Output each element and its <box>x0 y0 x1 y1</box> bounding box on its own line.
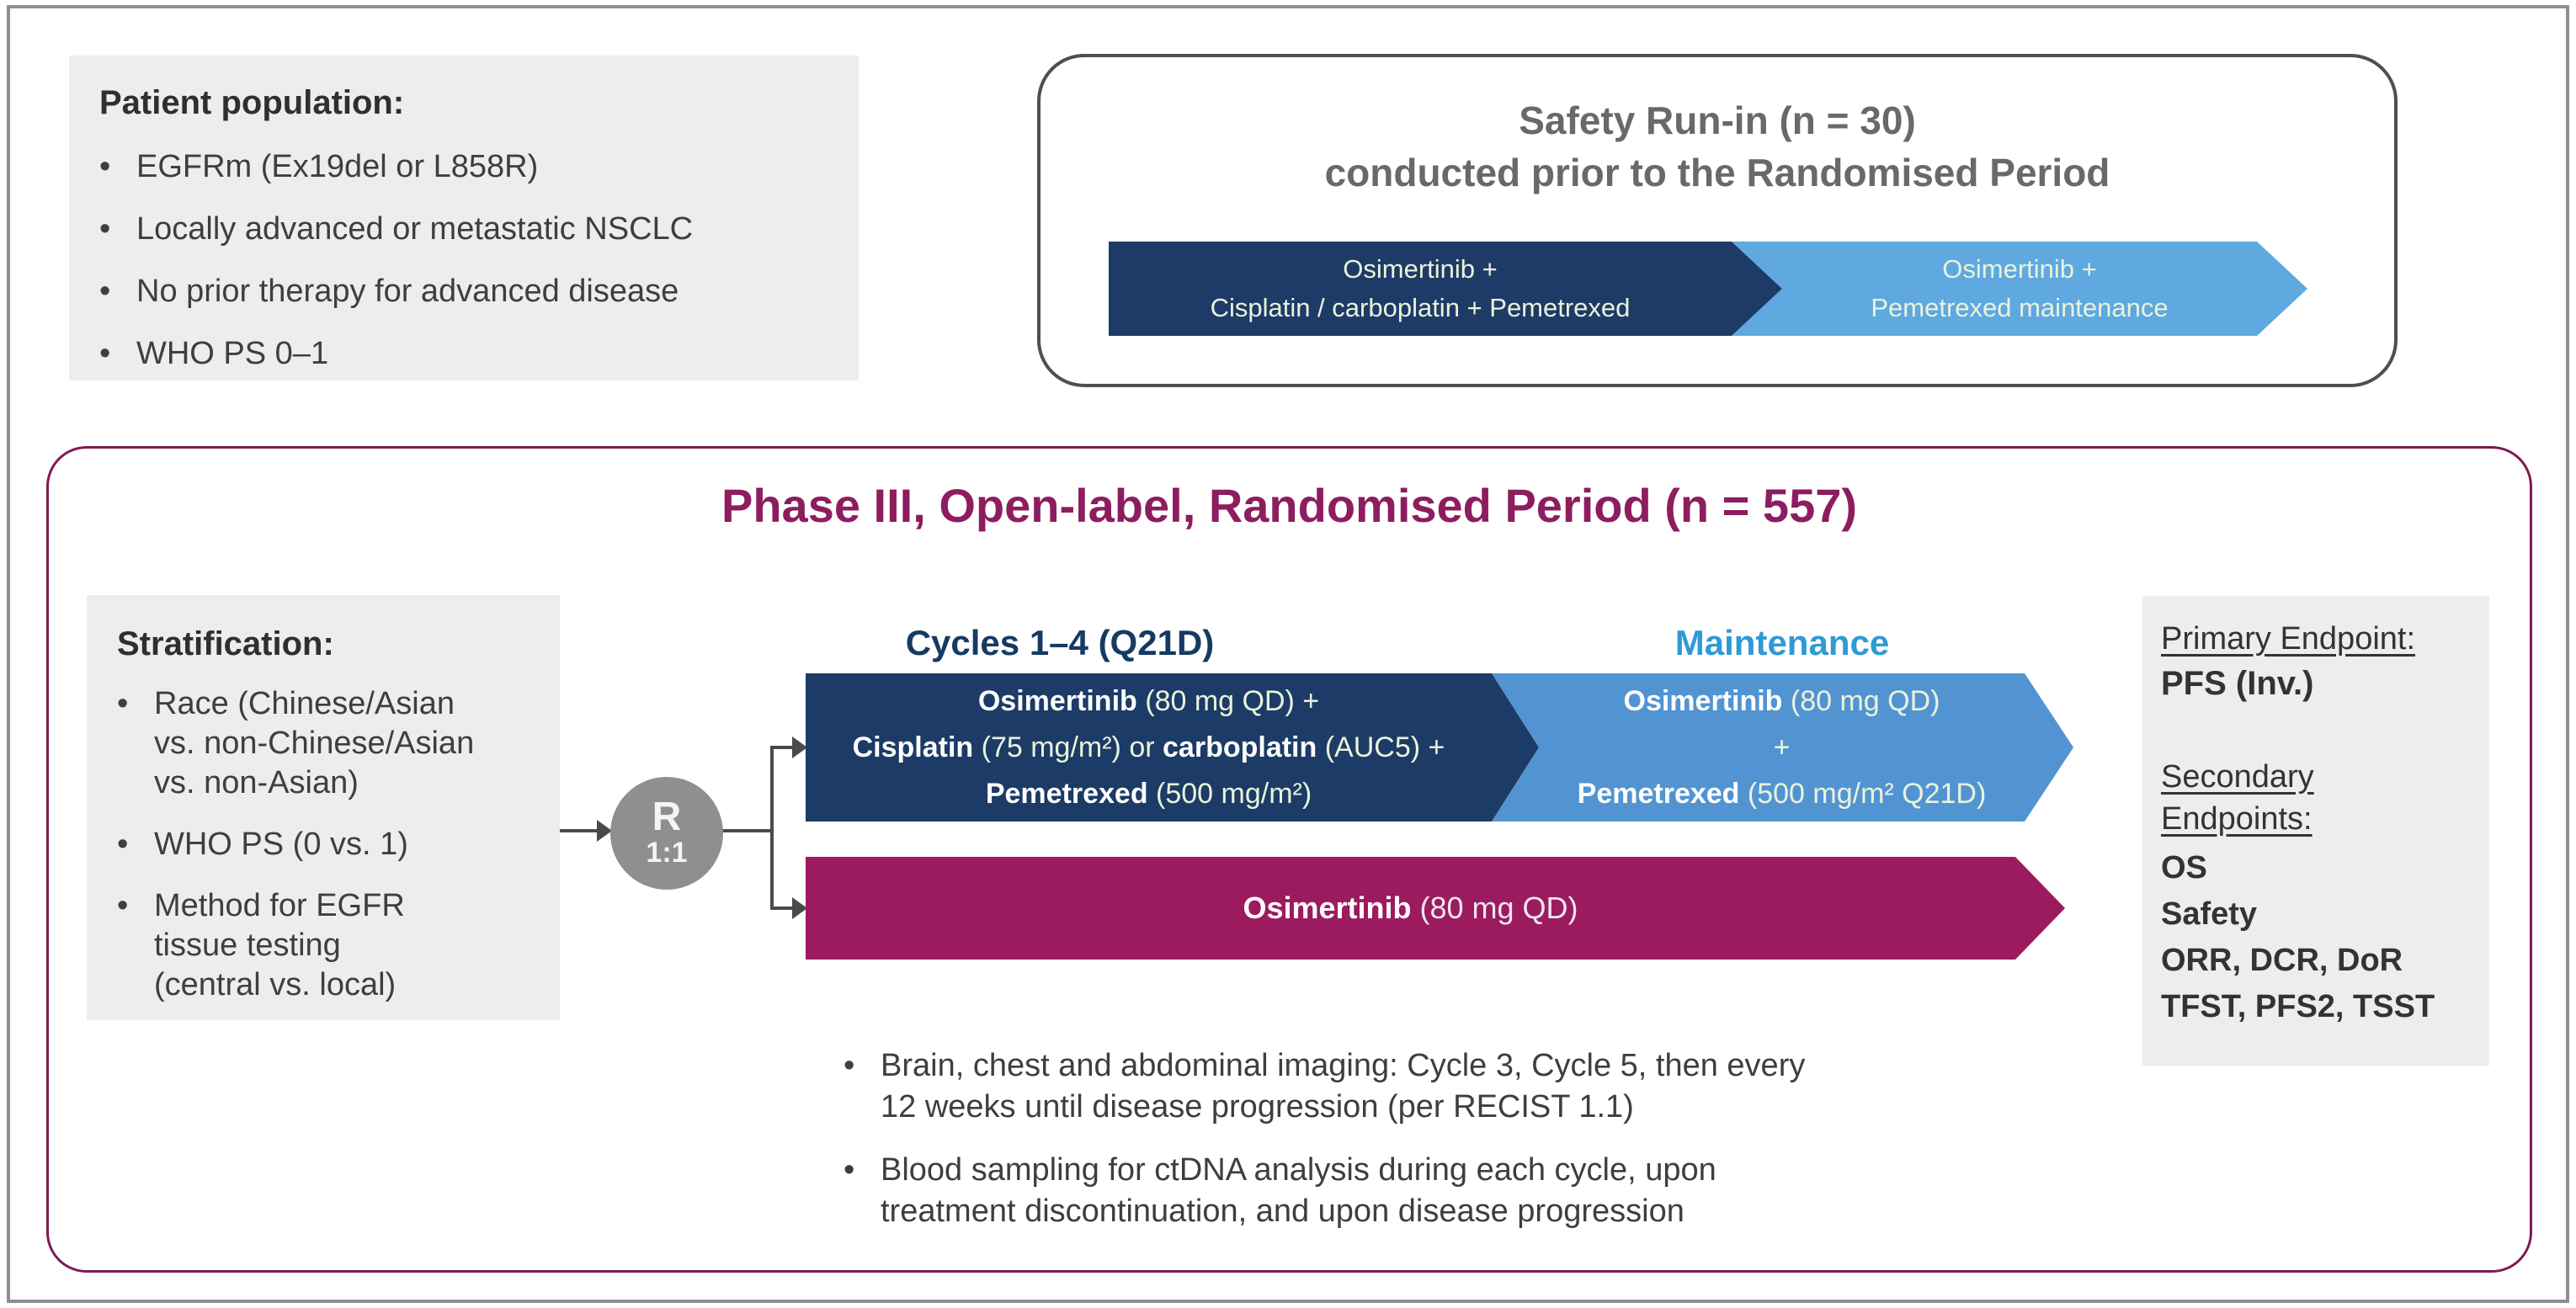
patient-population-item: Locally advanced or metastatic NSCLC <box>99 210 842 247</box>
patient-population-item: WHO PS 0–1 <box>99 335 842 372</box>
arm-osimertinib-mono-arrow: Osimertinib (80 mg QD) <box>806 857 2065 960</box>
stratification-item-text: WHO PS (0 vs. 1) <box>154 827 408 862</box>
note-item: Brain, chest and abdominal imaging: Cycl… <box>844 1045 2073 1128</box>
arm1-induction-line: Pemetrexed (500 mg/m²) <box>985 777 1312 810</box>
stratification-item-text: Race (Chinese/Asian vs. non-Chinese/Asia… <box>154 686 475 800</box>
stratification-item: Race (Chinese/Asian vs. non-Chinese/Asia… <box>117 684 551 803</box>
patient-population-panel: Patient population: EGFRm (Ex19del or L8… <box>69 56 859 380</box>
secondary-endpoint-value: OS <box>2161 850 2207 885</box>
arm1-maintenance-line: Pemetrexed (500 mg/m² Q21D) <box>1577 777 1987 810</box>
note-item-text: Blood sampling for ctDNA analysis during… <box>881 1152 1716 1229</box>
branch-vertical-line <box>770 746 774 910</box>
safety-run-in-title: Safety Run-in (n = 30) conducted prior t… <box>1041 94 2394 199</box>
stratification-item: WHO PS (0 vs. 1) <box>117 825 551 864</box>
bullet-icon <box>844 1045 881 1087</box>
bullet-icon <box>117 886 154 926</box>
maintenance-header: Maintenance <box>1674 623 1890 662</box>
note-item: Blood sampling for ctDNA analysis during… <box>844 1150 2073 1232</box>
connector-strat-to-r <box>560 829 600 832</box>
bullet-icon <box>99 210 136 247</box>
patient-population-item: No prior therapy for advanced disease <box>99 273 842 310</box>
arrowhead-icon <box>792 897 807 919</box>
bullet-icon <box>844 1150 881 1191</box>
bullet-icon <box>99 273 136 310</box>
safety-run-in-panel: Safety Run-in (n = 30) conducted prior t… <box>1037 54 2398 387</box>
cycles-header: Cycles 1–4 (Q21D) <box>905 623 1215 662</box>
branch-top-line <box>772 746 796 749</box>
bullet-icon <box>99 148 136 185</box>
note-item-text: Brain, chest and abdominal imaging: Cycl… <box>881 1048 1806 1125</box>
secondary-endpoints-label: Secondary Endpoints: <box>2161 759 2314 837</box>
endpoints-panel: Primary Endpoint: PFS (Inv.) Secondary E… <box>2142 596 2489 1066</box>
arrowhead-icon <box>792 736 807 758</box>
bullet-icon <box>99 335 136 372</box>
safety-run-in-title-line2: conducted prior to the Randomised Period <box>1324 151 2110 194</box>
primary-endpoint-value: PFS (Inv.) <box>2161 665 2314 702</box>
connector-r-to-branch <box>721 829 772 832</box>
arm1-induction-arrow: Osimertinib (80 mg QD) + Cisplatin (75 m… <box>806 673 1539 821</box>
patient-population-item-text: No prior therapy for advanced disease <box>136 274 679 309</box>
stratification-panel: Stratification: Race (Chinese/Asian vs. … <box>87 595 560 1020</box>
safety-run-in-title-line1: Safety Run-in (n = 30) <box>1519 98 1916 142</box>
randomisation-letter: R <box>652 795 682 839</box>
patient-population-item-text: EGFRm (Ex19del or L858R) <box>136 149 539 184</box>
stratification-title: Stratification: <box>117 625 334 662</box>
randomisation-ratio: 1:1 <box>646 837 688 869</box>
arm1-induction-line: Cisplatin (75 mg/m²) or carboplatin (AUC… <box>852 731 1445 763</box>
slide-frame <box>7 5 2569 1303</box>
randomisation-circle: R 1:1 <box>610 777 723 890</box>
safety-induction-line: Cisplatin / carboplatin + Pemetrexed <box>1210 293 1631 322</box>
branch-bottom-line <box>772 907 796 910</box>
secondary-endpoint-value: TFST, PFS2, TSST <box>2161 989 2435 1024</box>
primary-endpoint-label: Primary Endpoint: <box>2161 621 2416 657</box>
patient-population-title: Patient population: <box>99 84 405 121</box>
safety-maintenance-arrow: Osimertinib + Pemetrexed maintenance <box>1732 242 2307 336</box>
safety-run-in-arm: Osimertinib + Cisplatin / carboplatin + … <box>1109 242 2307 336</box>
arm-osimertinib-chemo: Osimertinib (80 mg QD) + Cisplatin (75 m… <box>806 673 2073 821</box>
secondary-endpoint-value: Safety <box>2161 896 2258 932</box>
arm1-maintenance-line: + <box>1773 731 1791 763</box>
safety-maintenance-line: Pemetrexed maintenance <box>1871 293 2169 322</box>
randomised-period-panel <box>46 446 2532 1273</box>
arm1-induction-line: Osimertinib (80 mg QD) + <box>977 684 1320 717</box>
bullet-icon <box>117 684 154 724</box>
patient-population-item: EGFRm (Ex19del or L858R) <box>99 148 842 185</box>
patient-population-item-text: Locally advanced or metastatic NSCLC <box>136 211 694 247</box>
stratification-item-text: Method for EGFR tissue testing (central … <box>154 888 405 1002</box>
safety-induction-line: Osimertinib + <box>1343 254 1498 284</box>
stratification-item: Method for EGFR tissue testing (central … <box>117 886 551 1005</box>
safety-maintenance-line: Osimertinib + <box>1942 254 2097 284</box>
safety-induction-arrow: Osimertinib + Cisplatin / carboplatin + … <box>1109 242 1782 336</box>
patient-population-item-text: WHO PS 0–1 <box>136 336 329 371</box>
arm1-maintenance-arrow: Osimertinib (80 mg QD) + Pemetrexed (500… <box>1492 673 2073 821</box>
bullet-icon <box>117 825 154 864</box>
assessment-notes: Brain, chest and abdominal imaging: Cycl… <box>844 1045 2073 1254</box>
secondary-endpoint-value: ORR, DCR, DoR <box>2161 943 2403 978</box>
arm2-line: Osimertinib (80 mg QD) <box>1243 891 1578 925</box>
arm1-maintenance-line: Osimertinib (80 mg QD) <box>1623 684 1940 717</box>
arrowhead-icon <box>597 820 612 842</box>
randomised-period-title: Phase III, Open-label, Randomised Period… <box>721 479 1858 532</box>
